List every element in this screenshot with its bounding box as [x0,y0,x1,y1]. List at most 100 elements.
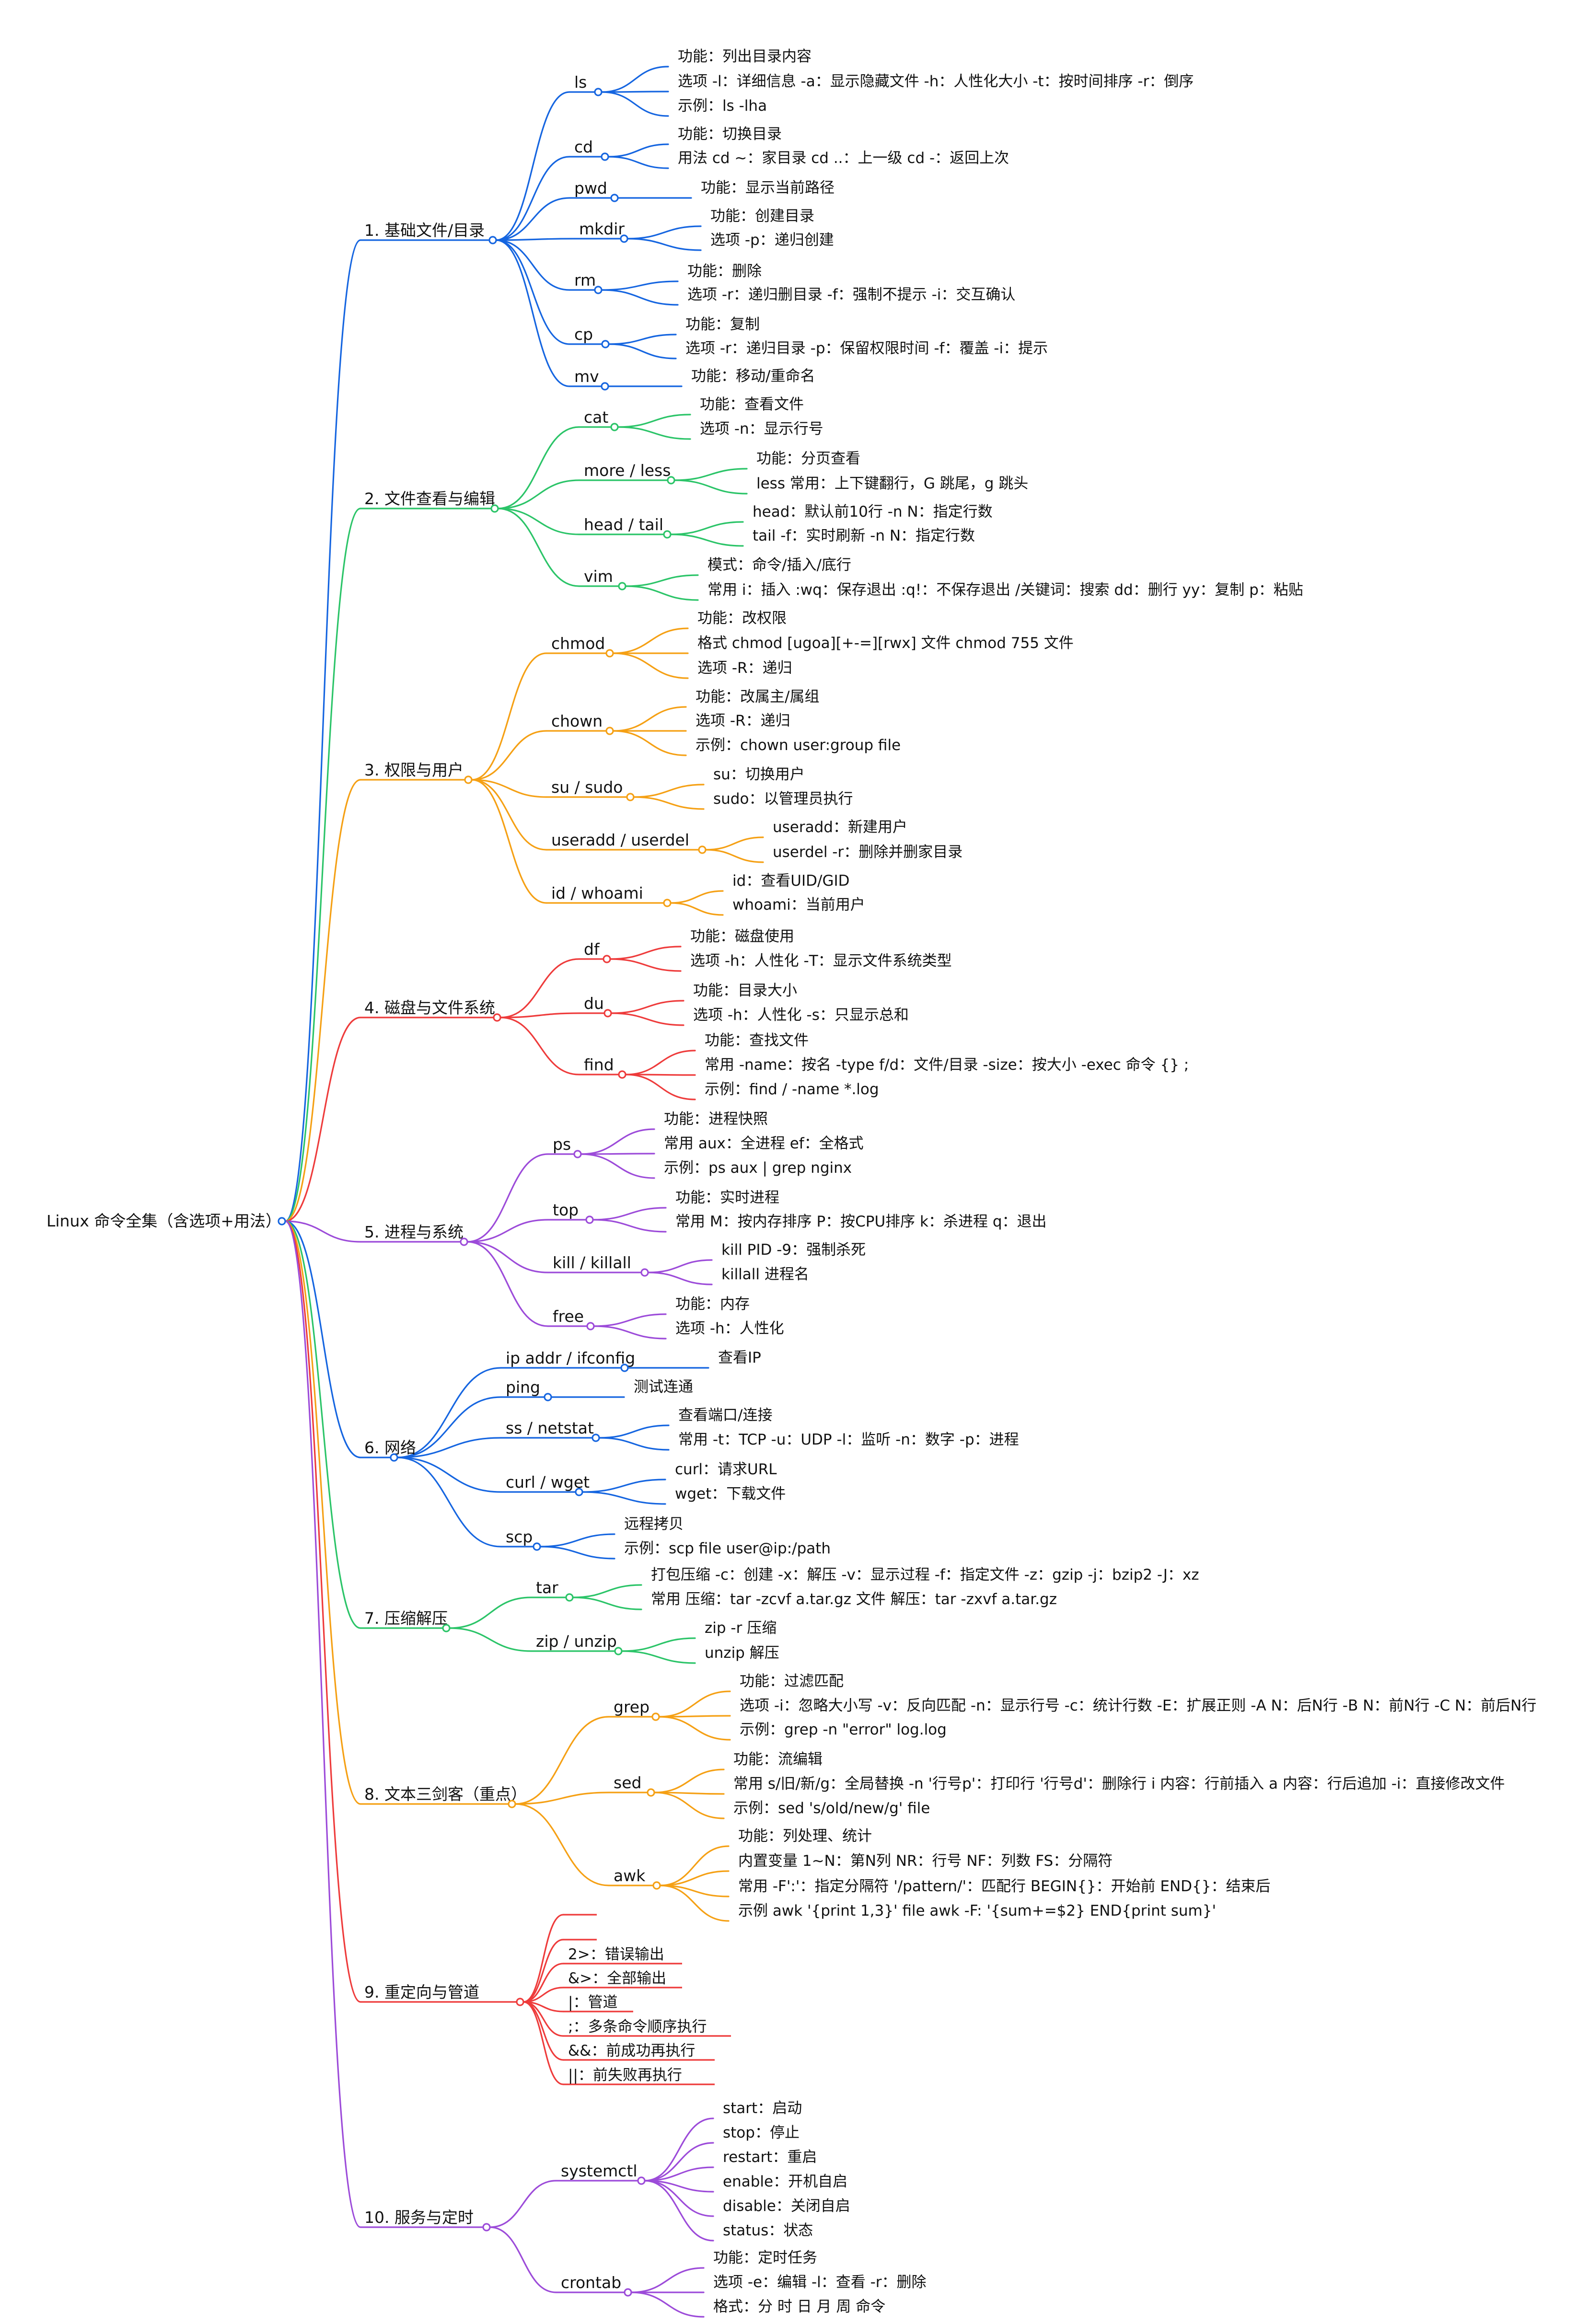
command-grep[interactable]: grep [614,1698,649,1716]
leaf-text: su：切换用户 [713,766,805,783]
command-mkdir[interactable]: mkdir [579,220,625,238]
category-3-handle[interactable] [464,775,473,784]
command-handle[interactable] [601,382,609,391]
command-handle[interactable] [585,1215,594,1224]
command-handle[interactable] [640,1268,649,1277]
category-10-handle[interactable] [482,2223,491,2232]
command-handle[interactable] [601,152,609,161]
command-find[interactable]: find [584,1055,614,1074]
command-rm[interactable]: rm [574,271,596,289]
category-7-handle[interactable] [442,1624,451,1632]
command-handle[interactable] [573,1150,582,1158]
command-handle[interactable] [586,1322,595,1330]
command-handle[interactable] [620,1364,629,1372]
command-su-sudo[interactable]: su / sudo [551,778,623,797]
command-useradd-userdel[interactable]: useradd / userdel [551,831,689,849]
category-5-handle[interactable] [460,1237,468,1246]
command-ping[interactable]: ping [506,1378,540,1397]
command-handle[interactable] [618,582,626,590]
command-chmod[interactable]: chmod [551,634,605,653]
command-crontab[interactable]: crontab [561,2273,621,2292]
command-scp[interactable]: scp [506,1527,533,1546]
command-handle[interactable] [594,286,603,294]
command-handle[interactable] [663,899,672,907]
command-df[interactable]: df [584,940,600,959]
command-chown[interactable]: chown [551,712,603,730]
category-5-label[interactable]: 5. 进程与系统 [364,1223,464,1241]
category-9-handle[interactable] [516,1998,524,2006]
command-du[interactable]: du [584,994,604,1013]
root-node-label[interactable]: Linux 命令全集（含选项+用法） [46,1212,281,1230]
command-handle[interactable] [667,476,675,485]
category-2-handle[interactable] [490,504,499,513]
leaf-text: tail -f：实时刷新 -n N：指定行数 [753,527,975,544]
command-handle[interactable] [565,1593,574,1602]
command-top[interactable]: top [553,1201,579,1219]
category-7-label[interactable]: 7. 压缩解压 [364,1609,448,1628]
command-handle[interactable] [614,1647,623,1655]
command-handle[interactable] [626,793,635,801]
command-handle[interactable] [618,1070,626,1079]
command-kill-killall[interactable]: kill / killall [553,1253,631,1272]
command-branch [495,239,570,345]
command-ps[interactable]: ps [553,1135,571,1154]
command-cd[interactable]: cd [574,138,593,156]
command-handle[interactable] [603,1009,612,1017]
command-vim[interactable]: vim [584,567,613,586]
category-2-label[interactable]: 2. 文件查看与编辑 [364,489,495,508]
command-handle[interactable] [605,727,614,735]
command-handle[interactable] [544,1393,552,1401]
command-id-whoami[interactable]: id / whoami [551,884,643,902]
command-handle[interactable] [620,234,628,243]
leaf-text: 示例：chown user:group file [696,737,901,754]
command-curl-wget[interactable]: curl / wget [506,1473,590,1492]
command-ss-netstat[interactable]: ss / netstat [506,1419,594,1437]
category-8-handle[interactable] [508,1800,516,1808]
leaf-text: 常用 -F':'：指定分隔符 '/pattern/'：匹配行 BEGIN{}：开… [738,1878,1271,1895]
command-sed[interactable]: sed [614,1773,641,1792]
command-mv[interactable]: mv [574,367,599,386]
command-handle[interactable] [575,1488,583,1496]
command-more-less[interactable]: more / less [584,461,671,480]
category-1-label[interactable]: 1. 基础文件/目录 [364,221,485,240]
command-handle[interactable] [605,649,614,658]
command-awk[interactable]: awk [614,1866,646,1885]
command-handle[interactable] [651,1712,660,1721]
category-10-label[interactable]: 10. 服务与定时 [364,2208,474,2227]
command-handle[interactable] [594,88,603,96]
command-cat[interactable]: cat [584,408,608,427]
command-handle[interactable] [610,194,619,202]
command-handle[interactable] [698,845,707,854]
leaf-branch [601,66,669,93]
command-cp[interactable]: cp [574,325,593,344]
command-ip-addr-ifconfig[interactable]: ip addr / ifconfig [506,1349,635,1367]
category-9-label[interactable]: 9. 重定向与管道 [364,1983,479,2001]
category-8-label[interactable]: 8. 文本三剑客（重点） [364,1785,527,1804]
category-4-label[interactable]: 4. 磁盘与文件系统 [364,998,495,1017]
category-3-label[interactable]: 3. 权限与用户 [364,761,464,779]
command-handle[interactable] [601,340,610,348]
command-branch [522,1914,564,2003]
command-handle[interactable] [647,1788,655,1797]
category-6-handle[interactable] [390,1453,398,1462]
command-handle[interactable] [652,1881,661,1890]
command-zip-unzip[interactable]: zip / unzip [536,1632,617,1651]
command-handle[interactable] [603,955,611,963]
root-node-handle[interactable] [278,1217,286,1226]
command-head-tail[interactable]: head / tail [584,515,663,534]
category-6-label[interactable]: 6. 网络 [364,1438,416,1457]
command-free[interactable]: free [553,1307,584,1326]
command-pwd[interactable]: pwd [574,179,607,197]
command-tar[interactable]: tar [536,1578,558,1597]
command-handle[interactable] [610,423,619,431]
command-systemctl[interactable]: systemctl [561,2162,638,2180]
leaf-branch [658,1716,731,1741]
command-handle[interactable] [663,530,672,539]
command-handle[interactable] [637,2176,646,2185]
command-handle[interactable] [533,1542,541,1551]
command-handle[interactable] [591,1434,600,1442]
command-ls[interactable]: ls [574,73,587,92]
category-4-handle[interactable] [493,1013,501,1022]
category-1-handle[interactable] [488,236,497,244]
command-handle[interactable] [624,2288,632,2297]
